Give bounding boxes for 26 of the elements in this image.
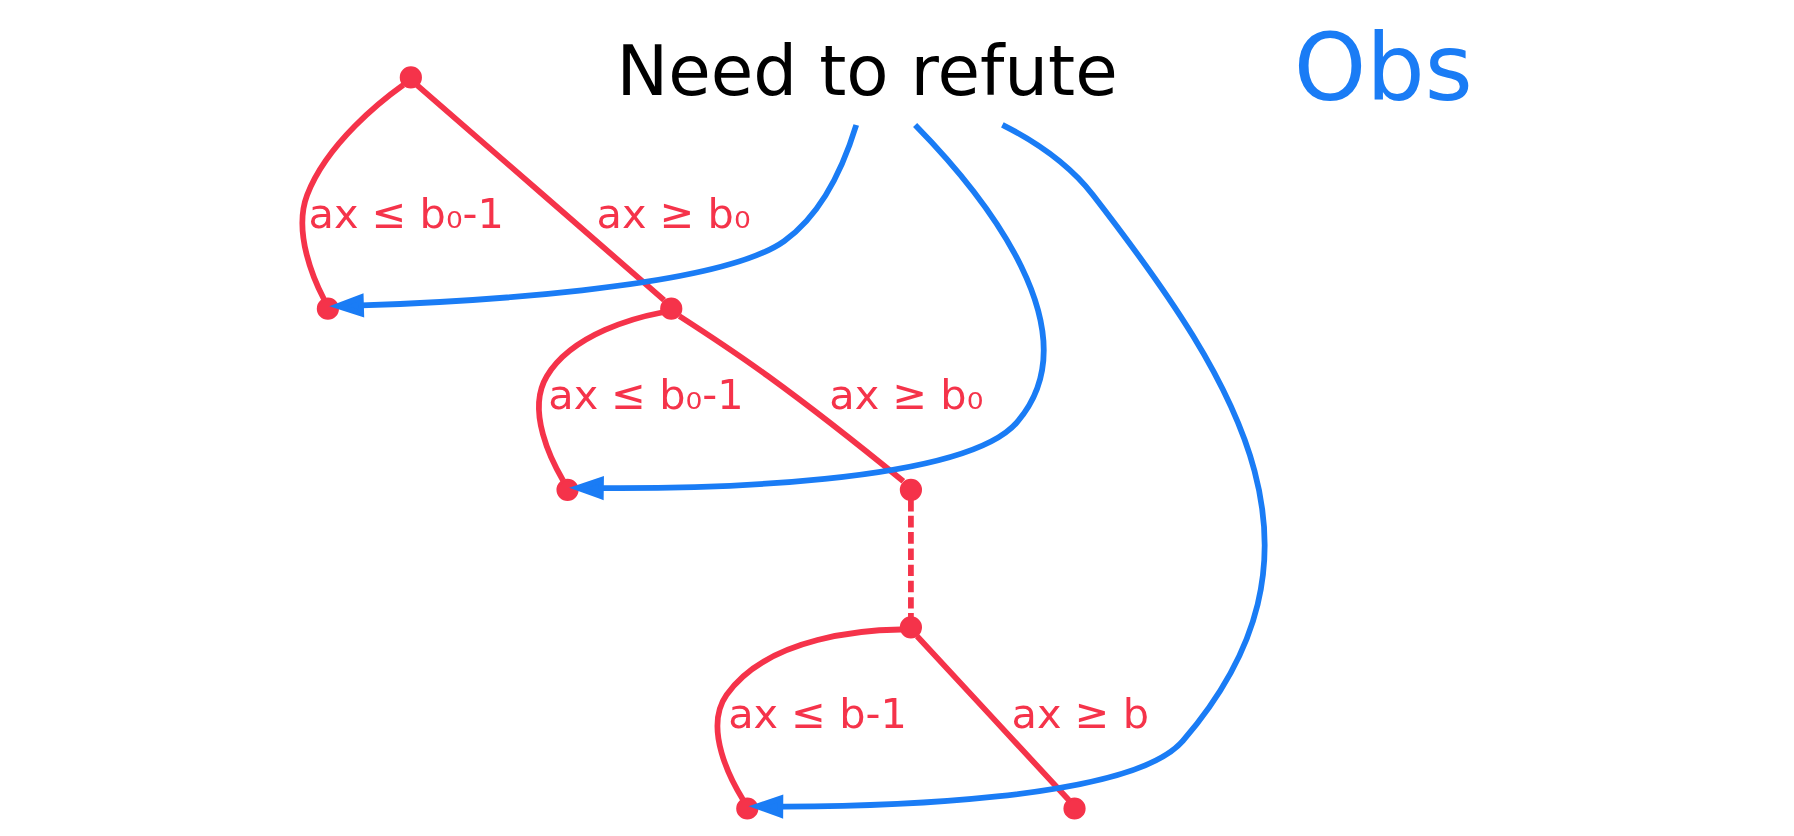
edge-label: ax ≥ b₀ xyxy=(596,190,751,239)
arrow xyxy=(568,122,1046,501)
connector xyxy=(535,309,662,482)
edge-label: ax ≥ b xyxy=(1011,690,1149,739)
node-point xyxy=(1062,797,1086,820)
connector xyxy=(714,626,901,801)
node-text: Need to refute xyxy=(616,30,1118,111)
node-point xyxy=(555,478,579,501)
node-point xyxy=(316,297,339,320)
node-point xyxy=(899,616,922,639)
connector xyxy=(299,82,405,301)
arrow xyxy=(328,124,859,318)
edge-label: ax ≤ b₀-1 xyxy=(308,190,504,239)
node-point xyxy=(659,297,682,320)
edge-label: ax ≥ b₀ xyxy=(828,371,983,420)
connector xyxy=(907,500,914,618)
label: Obs xyxy=(1293,14,1473,123)
edge-label: ax ≤ b-1 xyxy=(727,690,907,739)
connector xyxy=(414,83,666,303)
arrow xyxy=(748,122,1267,819)
edge-label: ax ≤ b₀-1 xyxy=(547,371,744,420)
connector xyxy=(677,313,905,484)
node-point xyxy=(899,478,922,501)
node-point xyxy=(735,797,758,820)
node-point xyxy=(399,66,422,89)
connector xyxy=(914,634,1071,803)
